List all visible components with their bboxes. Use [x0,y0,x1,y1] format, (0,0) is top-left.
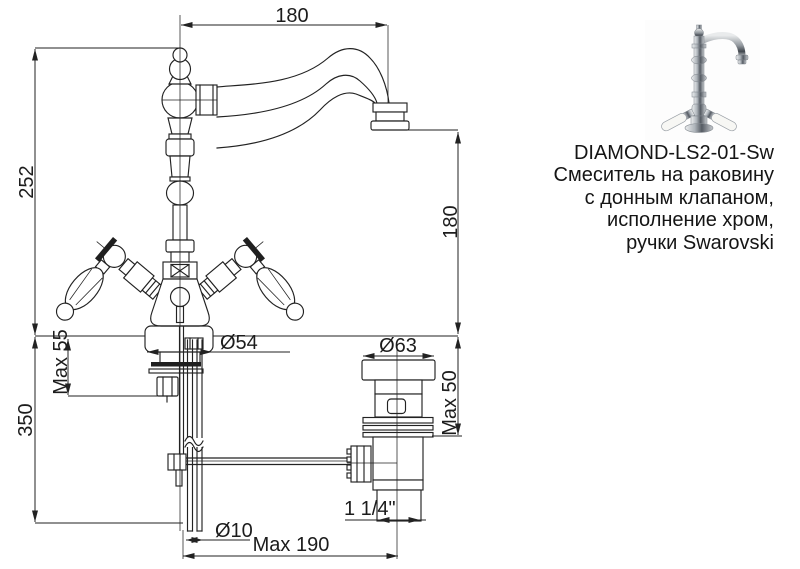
product-description-line: ручки Swarovski [626,231,774,254]
dim-label-252: 252 [16,165,38,198]
product-photo [645,20,760,142]
dim-label-max190: Max 190 [253,534,330,556]
dim-label-max50: Max 50 [439,370,461,436]
supply-pipes [184,339,205,532]
product-description-line: исполнение хром, [607,209,774,232]
right-crystal-grip [249,259,305,321]
dim-label-thread: 1 1/4" [344,498,396,520]
right-handle [195,236,305,321]
faucet-illustration [645,20,760,142]
dim-label-d54: Ø54 [220,332,258,354]
left-handle [55,236,165,321]
pop-up-rod [178,321,185,456]
dim-label-350: 350 [15,403,37,436]
dim-label-reach-180: 180 [275,5,308,27]
faucet-column [161,47,218,263]
drain-assembly [346,359,436,522]
dim-label-max55: Max 55 [50,329,72,395]
product-code: DIAMOND-LS2-01-Sw [573,142,774,164]
product-caption: DIAMOND-LS2-01-Sw Смеситель на раковину … [474,142,774,254]
spout [216,48,410,149]
pop-up-linkage [167,453,352,487]
photo-faucet [661,24,749,133]
dim-label-d63: Ø63 [379,335,417,357]
product-description-line: Смеситель на раковину [553,164,774,187]
reference-lines [35,25,462,559]
dim-label-d10: Ø10 [215,520,253,542]
product-description-line: с донным клапаном, [584,186,774,209]
dim-label-height-180: 180 [440,205,462,238]
dimension-lines [32,22,461,559]
mounting-shank [148,351,204,403]
